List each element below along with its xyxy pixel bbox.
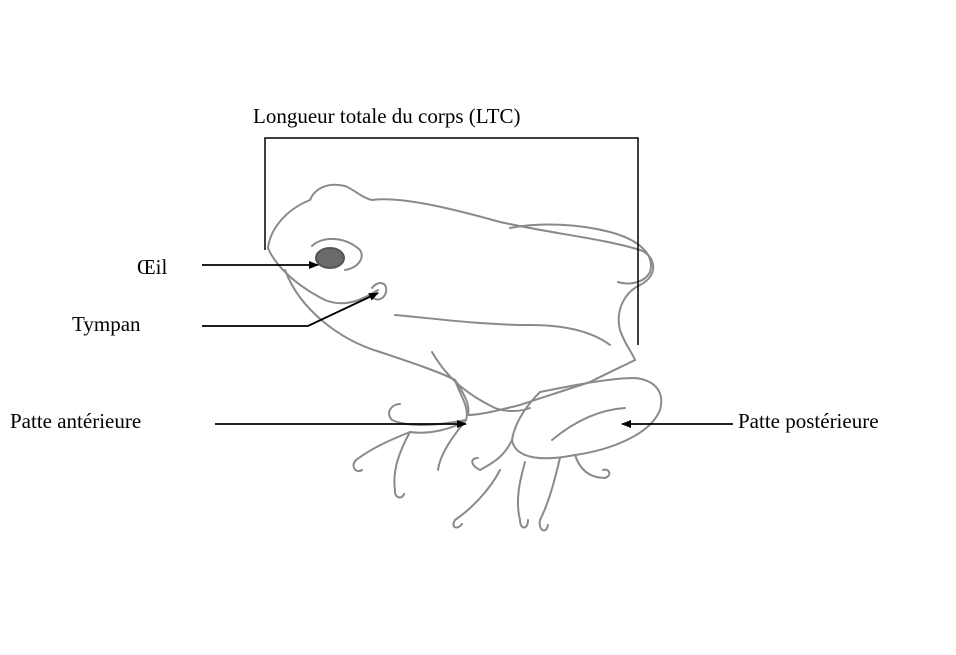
frog-front-fingers [354, 404, 466, 497]
frog-eye [316, 248, 344, 268]
frog-back-outline [268, 185, 653, 360]
frog-chest-line [395, 315, 610, 345]
frog-front-leg [410, 352, 530, 433]
front-leg-label: Patte antérieure [10, 411, 141, 432]
frog-drawing [268, 185, 661, 531]
hind-leg-label: Patte postérieure [738, 411, 879, 432]
frog-hip-outline [510, 225, 651, 284]
frog-thigh-crease [552, 408, 625, 440]
tympanum-pointer [202, 293, 378, 326]
tympanum-label: Tympan [72, 314, 141, 335]
length-label: Longueur totale du corps (LTC) [253, 106, 521, 127]
eye-label: Œil [137, 257, 167, 278]
